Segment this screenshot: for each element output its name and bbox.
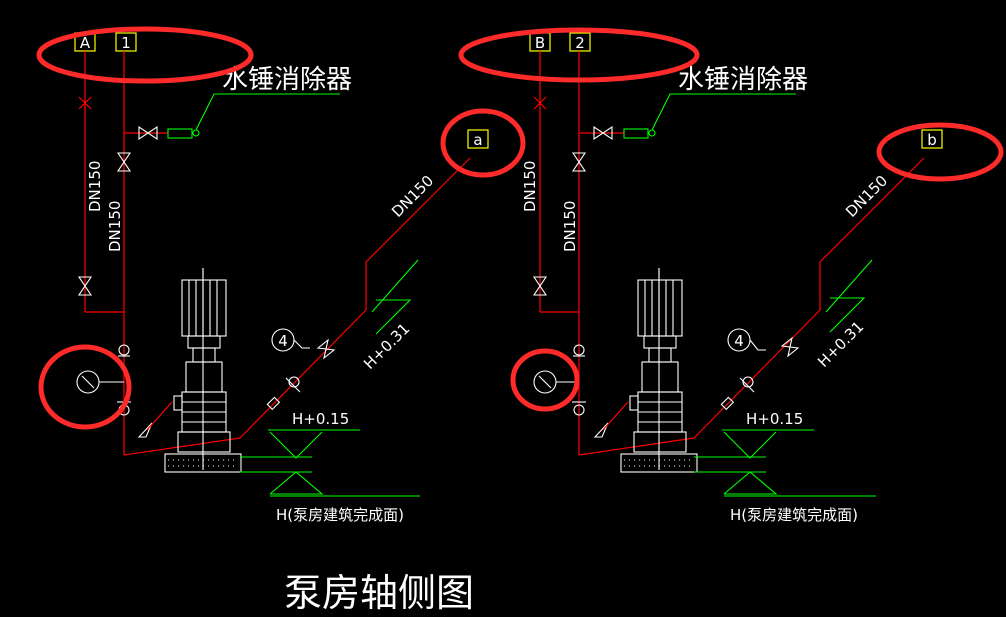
pipe-size-label: DN150 [86, 161, 104, 212]
arrester-leader-line [195, 93, 340, 131]
arrester-leader-line [651, 93, 796, 131]
pipe-size-label: DN150 [561, 201, 579, 252]
union-icon [572, 401, 586, 416]
elevation-symbol [269, 431, 323, 459]
floor-elevation-label: H(泵房建筑完成面) [730, 506, 858, 524]
riser-tag-box-b [921, 129, 943, 149]
pipe-size-label: DN150 [388, 172, 437, 221]
tag-a: A [80, 34, 91, 52]
pipe-size-label: DN150 [521, 161, 539, 212]
riser-tag-a: a [473, 131, 482, 149]
arrester-label: 水锤消除器 [222, 65, 352, 95]
left-system: A 1 水锤消除器 DN150 DN150 [74, 32, 489, 524]
horizontal-valve-icon [593, 125, 613, 141]
union-icon [285, 376, 301, 393]
elevation-label: H+0.15 [292, 410, 349, 428]
horizontal-valve-icon [138, 125, 158, 141]
tag-b: B [535, 34, 545, 52]
fitting-number: 4 [278, 332, 288, 350]
elevation-symbol [723, 431, 777, 459]
flow-arrow-icon [593, 422, 609, 438]
discharge-pipe [239, 157, 471, 439]
cross-mark [533, 96, 547, 110]
check-valve-icon [573, 344, 585, 357]
fitting-icon [720, 396, 735, 411]
pipe-size-label: DN150 [106, 201, 124, 252]
pump-foundation [164, 453, 242, 473]
elevation-symbol [375, 299, 412, 335]
flow-arrow-icon [137, 422, 153, 438]
elevation-symbol [723, 471, 778, 495]
elevation-label: H+0.31 [360, 320, 413, 373]
fitting-number: 4 [734, 332, 744, 350]
pipe-bottom-link [123, 437, 241, 456]
arrester-end-icon [192, 129, 200, 137]
riser-tag-b: b [927, 131, 937, 149]
pipe-size-label: DN150 [842, 172, 891, 221]
elevation-leader [825, 259, 873, 313]
check-valve-icon [118, 344, 130, 357]
elevation-symbol [269, 471, 324, 495]
review-markups [36, 26, 1004, 430]
fitting-leader [293, 339, 310, 349]
tag-1: 1 [121, 34, 131, 52]
arrester-label: 水锤消除器 [678, 65, 808, 95]
pressure-gauge-icon [533, 370, 579, 394]
markup-ellipse-left-tags [36, 26, 254, 84]
elevation-leader [371, 259, 419, 313]
markup-ellipse-left-gauge [38, 344, 132, 430]
riser-tag-box-a [467, 129, 489, 149]
elevation-symbol [829, 297, 866, 333]
foundation-hatch [624, 459, 694, 467]
pressure-gauge-icon [76, 370, 124, 394]
gate-valve-icon [77, 276, 93, 296]
suction-pipe [146, 401, 173, 431]
markup-ellipse-riser-b [876, 122, 1004, 182]
fitting-leader [749, 339, 766, 351]
suction-pipe [602, 401, 629, 431]
vertical-pump-icon [629, 268, 687, 470]
water-hammer-arrester-icon [167, 128, 193, 139]
right-system: B 2 水锤消除器 DN150 DN150 [521, 32, 943, 524]
tag-box-1 [115, 32, 137, 52]
drawing-title: 泵房轴侧图 [284, 571, 474, 615]
arrester-end-icon [648, 129, 656, 137]
markup-ellipse-riser-a [440, 108, 526, 178]
vertical-pump-icon [173, 268, 231, 470]
discharge-pipe [693, 157, 925, 439]
markup-ellipse-right-gauge [510, 348, 580, 412]
pump-foundation [620, 453, 698, 473]
gate-valve-icon [571, 152, 587, 172]
cross-mark [78, 96, 92, 110]
gate-valve-icon [116, 152, 132, 172]
valve-icon [780, 336, 800, 358]
tag-2: 2 [575, 34, 585, 52]
elevation-label: H+0.15 [746, 410, 803, 428]
valve-icon [316, 338, 336, 360]
markup-ellipse-right-tags [458, 27, 700, 83]
elevation-label: H+0.31 [814, 318, 867, 371]
tag-box-2 [569, 32, 591, 52]
floor-elevation-label: H(泵房建筑完成面) [276, 506, 404, 524]
pipe-bottom-link [578, 437, 695, 456]
gate-valve-icon [532, 276, 548, 296]
foundation-hatch [168, 459, 238, 467]
union-icon [739, 376, 755, 393]
water-hammer-arrester-icon [623, 128, 649, 139]
fitting-icon [266, 396, 281, 411]
